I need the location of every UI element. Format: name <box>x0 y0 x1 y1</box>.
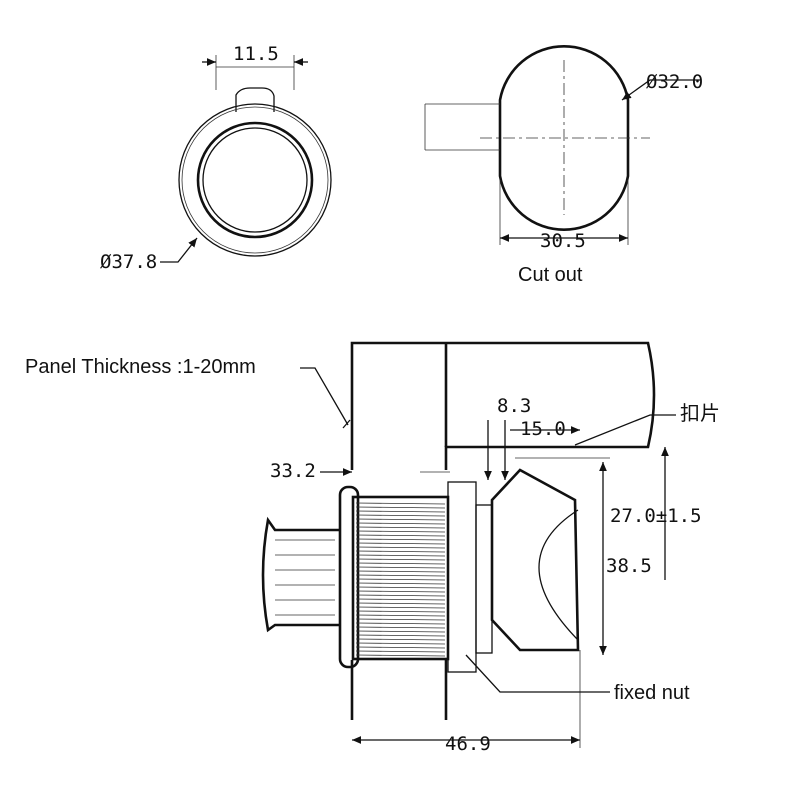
knob <box>261 516 340 633</box>
outer-ring <box>178 103 332 257</box>
lock-flange <box>338 485 360 669</box>
fixed-nut-label: fixed nut <box>614 682 690 704</box>
side-view: (function(){ var g=document.currentScrip… <box>25 341 720 755</box>
dim-diameter-37-8: Ø37.8 <box>100 251 157 273</box>
dim-diameter-32-0: Ø32.0 <box>646 71 703 93</box>
cutout-caption: Cut out <box>518 264 583 286</box>
dim-11-5: 11.5 <box>233 43 279 65</box>
cutout-view: 30.5 Cut out Ø32.0 <box>424 45 703 286</box>
dim-27-0: 27.0±1.5 <box>610 505 702 527</box>
dim-8-3: 8.3 <box>497 395 531 417</box>
threads: (function(){ var g=document.currentScrip… <box>355 502 446 657</box>
clip-label: 扣片 <box>680 402 720 425</box>
cutout-shape <box>498 45 630 231</box>
dim-46-9: 46.9 <box>445 733 491 755</box>
cam-latch <box>490 468 580 652</box>
dim-33-2: 33.2 <box>270 460 316 482</box>
dim-30-5: 30.5 <box>540 230 586 252</box>
dim-15-0: 15.0 <box>520 418 566 440</box>
threaded-body <box>351 495 450 661</box>
dim-38-5: 38.5 <box>606 555 652 577</box>
lock-tab <box>235 87 275 112</box>
fixed-nut <box>447 481 477 673</box>
panel-outline <box>350 341 656 720</box>
panel-thickness-label: Panel Thickness :1-20mm <box>25 356 256 378</box>
front-view: 11.5 Ø37.8 <box>100 43 332 273</box>
inner-ring <box>196 121 314 239</box>
